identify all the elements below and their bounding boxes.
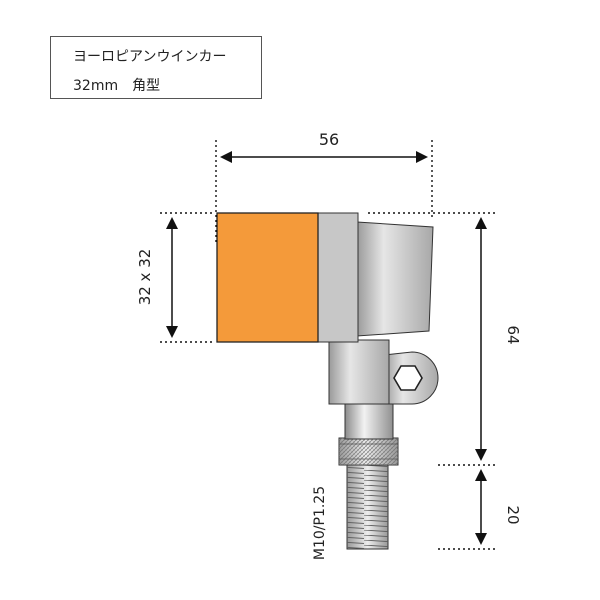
threaded-bolt [346,462,389,550]
product-spec: 32mm 角型 [73,78,161,94]
extension-lines [160,140,498,550]
bezel [316,212,359,343]
width-label: 56 [319,130,339,149]
hex-nut [338,437,399,466]
rear-housing [356,221,434,337]
product-name: ヨーロピアンウインカー [73,49,227,65]
thread-length-label: 20 [504,505,522,524]
lens-size-label: 32 x 32 [136,249,154,306]
height-label: 64 [504,325,522,344]
lower-housing [328,339,390,405]
dimension-arrows [166,151,487,545]
thread-spec-label: M10/P1.25 [312,486,328,560]
stem [344,401,394,440]
hex-bolt-head-icon [393,365,423,391]
amber-lens [216,212,319,343]
mounting-tab [383,351,439,405]
title-box: ヨーロピアンウインカー 32mm 角型 [50,36,262,99]
